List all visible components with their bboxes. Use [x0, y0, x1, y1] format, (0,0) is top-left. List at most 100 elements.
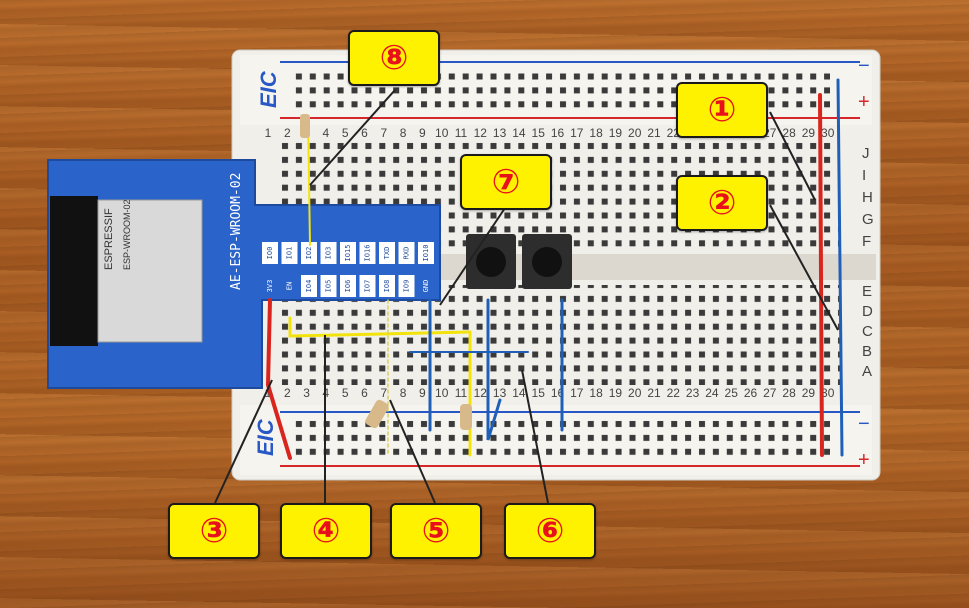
pin-pad	[301, 275, 317, 297]
pin-label: IO3	[325, 247, 333, 260]
pin-pad	[262, 275, 278, 297]
pin-label: IO15	[344, 245, 352, 262]
row-letter: G	[862, 211, 874, 228]
pin-pad	[418, 275, 434, 297]
column-number: 10	[435, 126, 449, 140]
column-number: 17	[570, 126, 584, 140]
row-letter: J	[862, 145, 870, 162]
callout-2: ②	[676, 175, 768, 231]
column-number: 2	[284, 126, 291, 140]
callout-3: ③	[168, 503, 260, 559]
column-number: 8	[400, 386, 407, 400]
row-letter: E	[862, 283, 872, 300]
pin-label: IO5	[325, 280, 333, 293]
pin-label: IO6	[344, 280, 352, 293]
pin-pad	[262, 242, 278, 264]
callout-4: ④	[280, 503, 372, 559]
tactile-switch-2	[522, 234, 572, 289]
column-number: 16	[551, 126, 565, 140]
esp-module: ESPRESSIF ESP-WROOM-02 AE-ESP-WROOM-02	[47, 159, 441, 389]
rail-minus-bottom: −	[858, 413, 870, 435]
column-number: 12	[474, 126, 488, 140]
rail-minus-top: −	[858, 55, 870, 77]
column-number: 12	[474, 386, 488, 400]
column-number: 15	[532, 386, 546, 400]
column-number: 5	[342, 386, 349, 400]
pin-label: IO10	[422, 245, 430, 262]
column-number: 1	[265, 386, 272, 400]
pin-label: EN	[286, 282, 294, 290]
pin-pad	[398, 242, 415, 264]
column-number: 27	[763, 386, 777, 400]
column-number: 4	[323, 386, 330, 400]
pin-label: RXD	[403, 247, 411, 260]
column-number: 30	[821, 126, 835, 140]
wires	[265, 78, 844, 460]
tactile-switch-1	[466, 234, 516, 289]
column-number: 14	[512, 386, 526, 400]
column-number: 7	[380, 386, 387, 400]
pin-label: IO7	[364, 280, 372, 293]
callout-7: ⑦	[460, 154, 552, 210]
column-number: 11	[455, 126, 468, 140]
column-number: 17	[570, 386, 584, 400]
column-number: 13	[493, 126, 507, 140]
pin-pad	[320, 242, 337, 264]
chip-model: ESP-WROOM-02	[122, 199, 132, 270]
row-letter: F	[862, 233, 871, 250]
pin-label: IO4	[305, 280, 313, 293]
rail-plus-top: +	[858, 91, 870, 113]
pin-pad	[359, 275, 376, 297]
column-number: 6	[361, 126, 368, 140]
column-number: 4	[323, 126, 330, 140]
column-numbers: 1122334455667788991010111112121313141415…	[265, 126, 835, 400]
column-number: 9	[419, 126, 426, 140]
pin-pad	[359, 242, 376, 264]
chip-brand: ESPRESSIF	[103, 208, 115, 270]
column-number: 15	[532, 126, 546, 140]
column-number: 3	[303, 386, 310, 400]
column-number: 24	[705, 386, 719, 400]
callout-leaders	[214, 89, 839, 504]
row-letter: H	[862, 189, 873, 206]
column-number: 21	[647, 126, 661, 140]
callout-1: ①	[676, 82, 768, 138]
column-number: 20	[628, 386, 642, 400]
column-number: 11	[455, 386, 468, 400]
column-number: 19	[609, 386, 623, 400]
pin-pad	[281, 242, 298, 264]
column-number: 28	[782, 386, 796, 400]
column-number: 28	[782, 126, 796, 140]
column-number: 10	[435, 386, 449, 400]
pin-label: IO16	[364, 245, 372, 262]
column-number: 14	[512, 126, 526, 140]
pin-pad	[320, 275, 337, 297]
pin-pad	[379, 242, 395, 264]
pin-pad	[281, 275, 298, 297]
column-number: 23	[686, 386, 700, 400]
row-letter: C	[862, 323, 873, 340]
pin-pad	[301, 242, 317, 264]
callout-5: ⑤	[390, 503, 482, 559]
column-number: 29	[802, 386, 816, 400]
column-number: 5	[342, 126, 349, 140]
column-number: 25	[725, 386, 739, 400]
column-number: 19	[609, 126, 623, 140]
column-number: 18	[589, 386, 603, 400]
row-letter: B	[862, 343, 872, 360]
pin-label: TXD	[383, 247, 391, 260]
pin-pad	[398, 275, 415, 297]
pin-pad	[340, 242, 356, 264]
pin-label: IO1	[286, 247, 294, 260]
column-number: 1	[265, 126, 272, 140]
row-letter: D	[862, 303, 873, 320]
pin-pad	[379, 275, 395, 297]
brand-bottom-label: EIC	[253, 418, 278, 456]
pin-pad	[340, 275, 356, 297]
callout-6: ⑥	[504, 503, 596, 559]
row-letter: A	[862, 363, 872, 380]
brand-top-label: EIC	[256, 70, 281, 108]
